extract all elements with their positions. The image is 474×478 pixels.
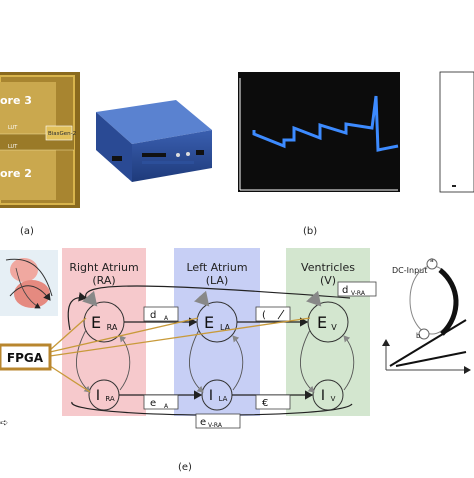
svg-text:LA: LA (220, 323, 231, 332)
oscillator-diagram: DC-Input a b (382, 257, 471, 374)
lut-bottom-label: LUT (8, 144, 18, 150)
ra-title: Right Atrium (69, 261, 138, 274)
panel-a-label: (a) (20, 226, 34, 237)
chip-die-photo: ore 3 ore 2 LUT LUT BiasGen-2 (0, 72, 80, 208)
side-plot-frame (439, 71, 474, 193)
panel-b-label: (b) (303, 226, 317, 237)
inh-box-la-v: € (255, 394, 291, 410)
node-b-label: b (416, 332, 421, 340)
svg-text:E: E (317, 313, 327, 332)
svg-text:e: e (150, 398, 156, 409)
panel-e: Right Atrium (RA) Left Atrium (LA) Ventr… (0, 248, 377, 473)
svg-text:€: € (262, 398, 268, 409)
delay-box-ra-la: d A (143, 306, 179, 322)
svg-text:E: E (204, 313, 214, 332)
v-abbr: (V) (320, 274, 336, 287)
inh-box-v-ra: e V-RA (195, 413, 241, 429)
node-i-v: I V (312, 379, 344, 411)
node-a-label: a (430, 257, 434, 264)
svg-text:V-RA: V-RA (208, 422, 223, 429)
svg-text:I: I (96, 388, 100, 404)
node-e-la: E LA (196, 301, 238, 343)
svg-text:V-RA: V-RA (351, 290, 366, 297)
side-arrow-glyph: ➪ (0, 418, 8, 429)
svg-text:V: V (331, 323, 337, 332)
ra-abbr: (RA) (92, 274, 115, 287)
la-abbr: (LA) (206, 274, 229, 287)
lut-top-label: LUT (8, 125, 18, 131)
svg-text:e: e (200, 417, 206, 428)
svg-text:V: V (331, 395, 336, 403)
fpga-box: FPGA (0, 343, 52, 371)
fpga-label: FPGA (7, 351, 44, 365)
delay-box-v-ra: d V-RA (337, 281, 377, 297)
svg-text:I: I (321, 388, 325, 404)
v-title: Ventricles (301, 261, 355, 274)
node-i-la: I LA (201, 379, 233, 411)
svg-text:d: d (342, 285, 348, 296)
svg-text:(: ( (262, 310, 266, 321)
fpga-links (49, 317, 311, 393)
scope-trace (252, 95, 399, 152)
delay-box-la-v: ( (255, 306, 291, 322)
hardware-box-photo (96, 100, 212, 182)
svg-text:RA: RA (105, 395, 115, 403)
svg-text:LA: LA (219, 395, 228, 403)
inh-box-ra-la: e A (143, 394, 179, 410)
node-e-v: E V (307, 301, 349, 343)
la-title: Left Atrium (186, 261, 247, 274)
biasgen-label: BiasGen-2 (48, 131, 76, 137)
panel-e-label: (e) (178, 462, 192, 473)
svg-text:d: d (150, 310, 156, 321)
chip-core-3-label: ore 3 (0, 94, 32, 107)
dc-input-label: DC-Input (392, 266, 427, 275)
heart-illustration (0, 250, 58, 316)
panel-a: ore 3 ore 2 LUT LUT BiasGen-2 (a) (0, 72, 212, 237)
chip-core-2-label: ore 2 (0, 167, 32, 180)
node-i-ra: I RA (88, 379, 120, 411)
panel-b: (b) (238, 71, 474, 237)
svg-text:RA: RA (107, 323, 118, 332)
svg-text:I: I (209, 388, 213, 404)
svg-text:E: E (91, 313, 101, 332)
svg-text:A: A (164, 315, 169, 322)
svg-text:A: A (164, 403, 169, 410)
